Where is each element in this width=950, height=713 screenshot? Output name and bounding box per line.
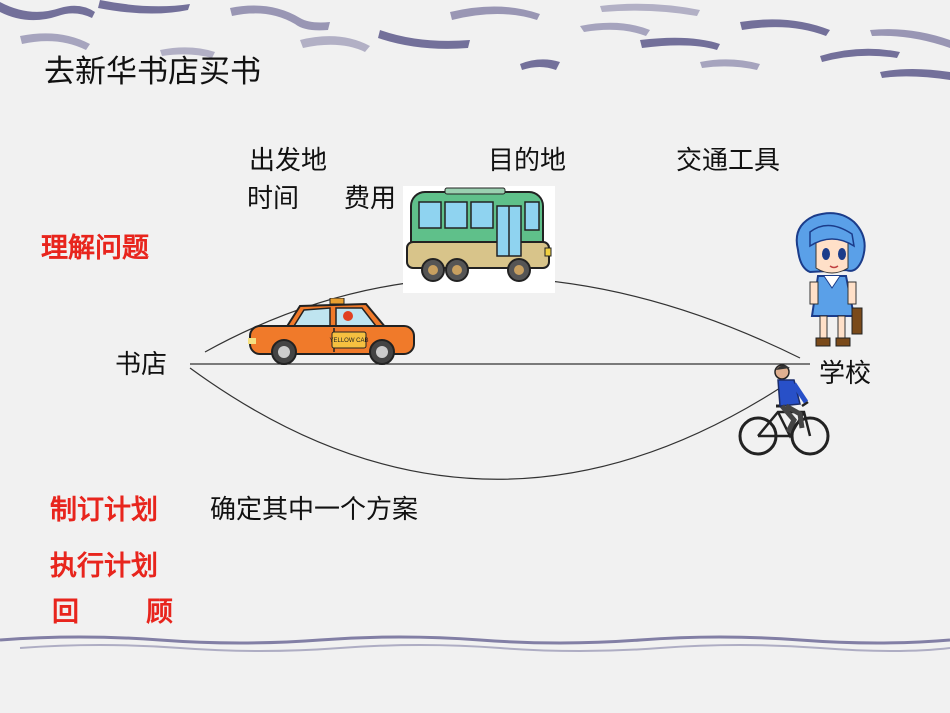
step-execute: 执行计划 [50, 551, 158, 582]
step-plan: 制订计划 [50, 495, 158, 526]
taxi-icon: YELLOW CAB [248, 298, 415, 365]
place-school: 学校 [819, 359, 872, 389]
top-decoration [0, 0, 950, 80]
header-cost: 费用 [344, 184, 397, 214]
lower-route [189, 367, 781, 480]
header-transport: 交通工具 [676, 146, 781, 176]
header-time: 时间 [247, 184, 300, 214]
bus-icon [403, 186, 555, 293]
place-bookstore: 书店 [115, 350, 168, 380]
cyclist-icon [738, 364, 830, 456]
step-review-second-char: 顾 [146, 597, 173, 628]
taxi-sign: YELLOW CAB [329, 338, 368, 344]
bottom-decoration [0, 635, 950, 652]
step-review-first-char: 回 [52, 597, 79, 628]
plan-note: 确定其中一个方案 [210, 495, 419, 525]
header-origin: 出发地 [249, 146, 328, 176]
girl-icon [795, 212, 866, 347]
step-understand: 理解问题 [41, 233, 149, 264]
header-destination: 目的地 [488, 146, 567, 176]
page-title: 去新华书店买书 [44, 54, 261, 90]
